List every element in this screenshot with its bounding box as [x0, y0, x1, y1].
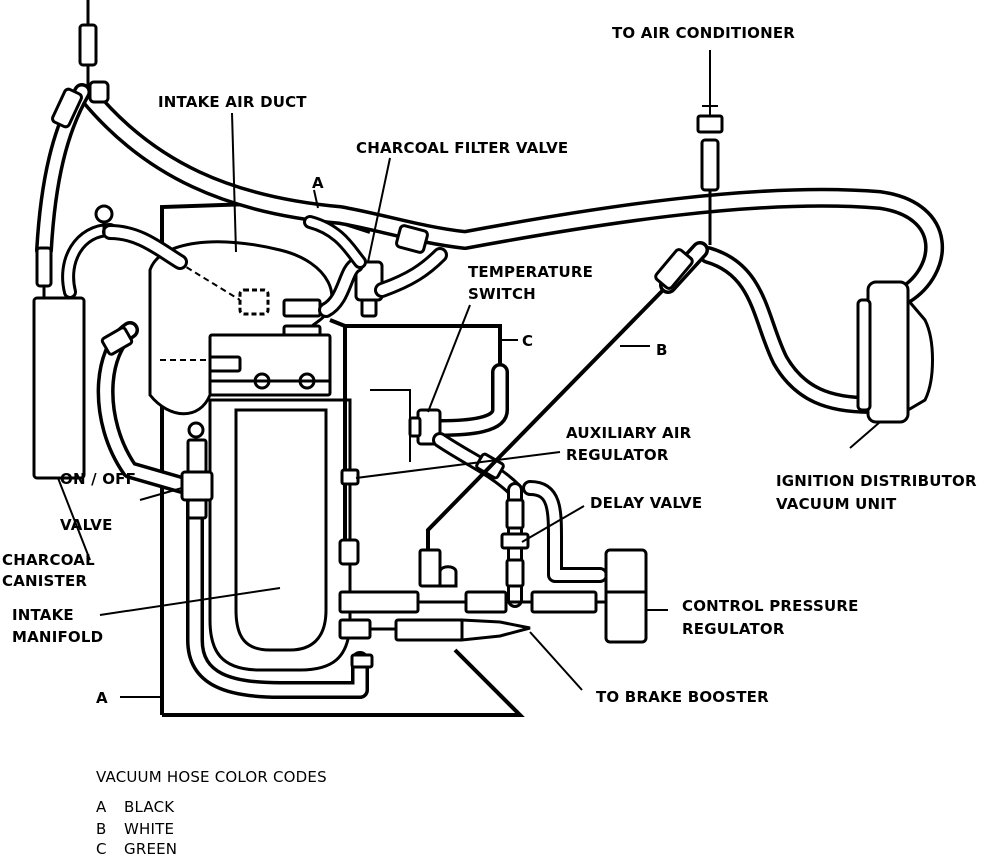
- label-hose-a-bottom: A: [96, 689, 108, 707]
- label-to-air-conditioner: TO AIR CONDITIONER: [612, 24, 795, 42]
- legend-code-c: C: [96, 840, 107, 856]
- delay-valve: [500, 480, 608, 608]
- label-on-off-valve-2: VALVE: [60, 516, 113, 534]
- label-charcoal-canister-1: CHARCOAL: [2, 551, 95, 569]
- label-on-off-valve-1: ON / OFF: [60, 470, 136, 488]
- label-auxiliary-air-regulator-1: AUXILIARY AIR: [566, 424, 692, 442]
- legend-color-b: WHITE: [124, 820, 174, 838]
- label-intake-manifold-1: INTAKE: [12, 606, 74, 624]
- auxiliary-air-regulator: [338, 432, 523, 566]
- leader-lines: [57, 112, 881, 698]
- label-hose-a-top: A: [312, 174, 324, 192]
- label-temperature-switch-1: TEMPERATURE: [468, 263, 593, 281]
- distributor-tee: [654, 50, 879, 414]
- charcoal-canister: [32, 223, 117, 480]
- bottom-hose-rail: [338, 548, 606, 669]
- top-white-hose: [78, 85, 944, 305]
- intake-manifold: [186, 398, 369, 699]
- label-intake-manifold-2: MANIFOLD: [12, 628, 103, 646]
- canister-to-valve-hose: [96, 321, 191, 494]
- top-left-tee: [35, 0, 110, 259]
- legend: VACUUM HOSE COLOR CODES A BLACK B WHITE …: [96, 768, 327, 856]
- control-pressure-regulator: [604, 548, 648, 644]
- charcoal-filter-valve: [303, 215, 448, 318]
- legend-color-c: GREEN: [124, 840, 177, 856]
- labels: TO AIR CONDITIONER INTAKE AIR DUCT CHARC…: [2, 24, 977, 707]
- label-hose-c: C: [522, 332, 533, 350]
- label-charcoal-filter-valve: CHARCOAL FILTER VALVE: [356, 139, 568, 157]
- label-delay-valve: DELAY VALVE: [590, 494, 702, 512]
- label-ignition-distributor-2: VACUUM UNIT: [776, 495, 897, 513]
- temperature-switch: [370, 363, 509, 462]
- intake-air-duct: [94, 204, 334, 416]
- label-control-pressure-2: REGULATOR: [682, 620, 785, 638]
- label-ignition-distributor-1: IGNITION DISTRIBUTOR: [776, 472, 977, 490]
- label-intake-air-duct: INTAKE AIR DUCT: [158, 93, 307, 111]
- label-control-pressure-1: CONTROL PRESSURE: [682, 597, 859, 615]
- label-temperature-switch-2: SWITCH: [468, 285, 536, 303]
- label-to-brake-booster: TO BRAKE BOOSTER: [596, 688, 769, 706]
- legend-code-b: B: [96, 820, 107, 838]
- hose-b-white-line: [426, 283, 670, 550]
- hose-c-green-line: [329, 318, 502, 560]
- legend-code-a: A: [96, 798, 107, 816]
- label-charcoal-canister-2: CANISTER: [2, 572, 87, 590]
- legend-color-a: BLACK: [124, 798, 175, 816]
- legend-title: VACUUM HOSE COLOR CODES: [96, 768, 327, 786]
- on-off-valve: [180, 421, 214, 520]
- label-auxiliary-air-regulator-2: REGULATOR: [566, 446, 669, 464]
- ignition-distributor: [856, 280, 934, 424]
- label-hose-b: B: [656, 341, 668, 359]
